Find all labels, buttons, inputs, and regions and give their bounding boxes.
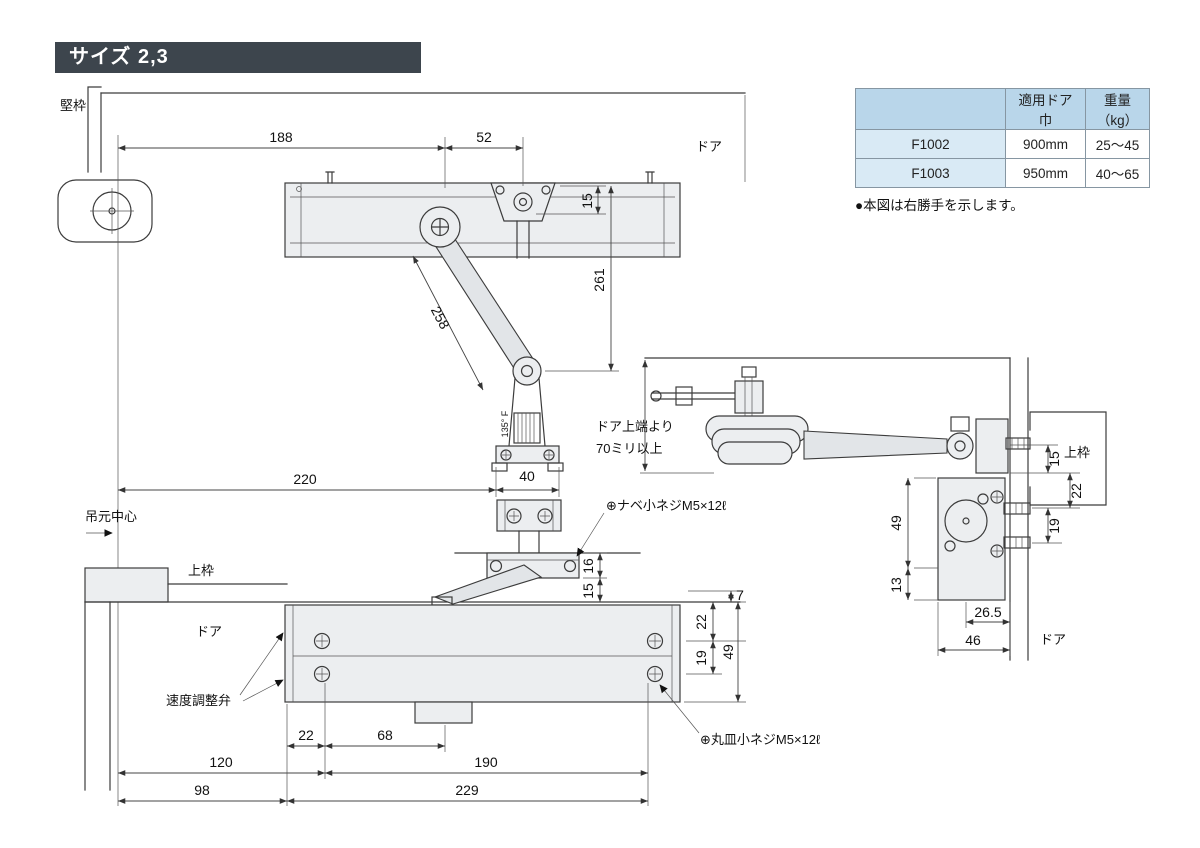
label-clearance-1: ドア上端より — [596, 419, 674, 434]
dim-52: 52 — [476, 129, 492, 145]
dim-49-side: 49 — [888, 515, 904, 531]
spec-col-door-width: 適用ドア巾 — [1005, 88, 1086, 130]
label-flat-screw: ⊕丸皿小ネジM5×12ℓ — [700, 732, 821, 747]
valve-leader-2 — [242, 679, 284, 702]
elevation-dimensions — [118, 552, 746, 806]
elbow-joint — [512, 356, 542, 386]
door-hinge-edge — [84, 601, 111, 791]
elevation-view — [84, 499, 741, 791]
dim-190: 190 — [474, 754, 498, 770]
label-hinge-center: 吊元中心 — [85, 509, 137, 524]
dim-40: 40 — [519, 468, 535, 484]
spec-width-f1002: 900mm — [1005, 129, 1086, 159]
spec-model-f1003: F1003 — [855, 158, 1006, 188]
spring-bore — [944, 499, 988, 543]
dim-26-5: 26.5 — [974, 604, 1001, 620]
door-edge-side — [1009, 357, 1029, 661]
through-screw-mid — [1003, 502, 1031, 515]
valve-bottom-right — [646, 665, 664, 683]
frame-section-left — [84, 567, 169, 603]
dim-15-elev: 15 — [580, 583, 596, 599]
closer-body-plan — [284, 182, 681, 258]
closer-body-elev — [284, 604, 681, 703]
spec-col-weight: 重量（kg） — [1085, 88, 1150, 130]
plan-dimensions — [117, 135, 619, 806]
dim-16: 16 — [580, 558, 596, 574]
pan-screw-leader — [576, 512, 605, 557]
label-kamiwaku-right: 上枠 — [1064, 445, 1090, 460]
slide-block — [734, 380, 764, 414]
shoe-bracket-plan — [495, 445, 560, 464]
drawing-text: 堅枠 ドア 188 52 15 261 258 135° F 220 40 吊元… — [60, 98, 1090, 798]
dim-46: 46 — [965, 632, 981, 648]
body-tab — [414, 701, 473, 724]
valve-top-left — [313, 632, 331, 650]
dim-188: 188 — [269, 129, 293, 145]
dim-13: 13 — [888, 577, 904, 593]
dim-15-plan: 15 — [579, 193, 595, 209]
closer-body-side — [937, 477, 1006, 601]
forearm-plan — [508, 377, 546, 447]
dim-229: 229 — [455, 782, 479, 798]
label-speed-valve: 速度調整弁 — [166, 693, 231, 708]
label-tatewaku: 堅枠 — [60, 98, 86, 113]
dim-120: 120 — [209, 754, 233, 770]
label-door-plan: ドア — [696, 139, 722, 154]
mount-screw-right — [645, 171, 655, 184]
spec-weight-f1002: 25～45 — [1085, 129, 1150, 159]
spec-width-f1003: 950mm — [1005, 158, 1086, 188]
dim-22-side: 22 — [1068, 483, 1084, 499]
dim-220: 220 — [293, 471, 317, 487]
valve-leader-1 — [239, 632, 284, 696]
main-arm-elev — [433, 564, 543, 605]
label-door-side: ドア — [1040, 632, 1066, 647]
through-screw-bottom — [1003, 536, 1031, 549]
spec-model-f1002: F1002 — [855, 129, 1006, 159]
mount-plate-side — [975, 418, 1009, 474]
flat-screw-leader — [659, 684, 700, 734]
page-title: サイズ 2,3 — [69, 46, 169, 68]
spec-weight-f1003: 40～65 — [1085, 158, 1150, 188]
valve-bottom-left — [313, 665, 331, 683]
tension-rod — [651, 392, 738, 400]
jamb-profile — [87, 86, 102, 173]
spec-header-row: 適用ドア巾 重量（kg） — [855, 88, 1150, 130]
label-clearance-2: 70ミリ以上 — [596, 441, 662, 456]
dim-49-elev: 49 — [720, 644, 736, 660]
dim-68: 68 — [377, 727, 393, 743]
handing-note: ●本図は右勝手を示します。 — [855, 198, 1024, 213]
mount-screw-left — [325, 171, 335, 184]
label-door-elev: ドア — [196, 624, 222, 639]
adjuster-knurl — [513, 412, 541, 444]
spec-table: 適用ドア巾 重量（kg） F1002 900mm 25～45 F1003 950… — [855, 88, 1150, 188]
dim-22-right: 22 — [693, 614, 709, 630]
dim-15-side: 15 — [1046, 451, 1062, 467]
spec-row-f1002: F1002 900mm 25～45 — [855, 129, 1150, 159]
arm-marking-135f: 135° F — [500, 410, 510, 437]
slide-shoe — [496, 499, 562, 532]
dim-261: 261 — [591, 268, 607, 292]
plan-view — [57, 86, 746, 472]
dim-19-side: 19 — [1046, 518, 1062, 534]
side-dimensions — [640, 360, 1080, 656]
dim-7: 7 — [736, 587, 744, 603]
dim-258: 258 — [428, 304, 453, 332]
frame-bracket-plan — [490, 182, 556, 222]
dim-22-bottom: 22 — [298, 727, 314, 743]
hinge-body — [57, 179, 153, 243]
dim-98: 98 — [194, 782, 210, 798]
title-bar: サイズ 2,3 — [55, 42, 421, 73]
valve-top-right — [646, 632, 664, 650]
spec-row-f1003: F1003 950mm 40～65 — [855, 158, 1150, 188]
label-kamiwaku-left: 上枠 — [188, 563, 214, 578]
dim-19-right: 19 — [693, 650, 709, 666]
elbow-side — [946, 432, 974, 460]
label-pan-screw: ⊕ナベ小ネジM5×12ℓ — [606, 498, 727, 513]
link-plate-3 — [717, 441, 793, 465]
main-arm-side — [803, 430, 948, 460]
